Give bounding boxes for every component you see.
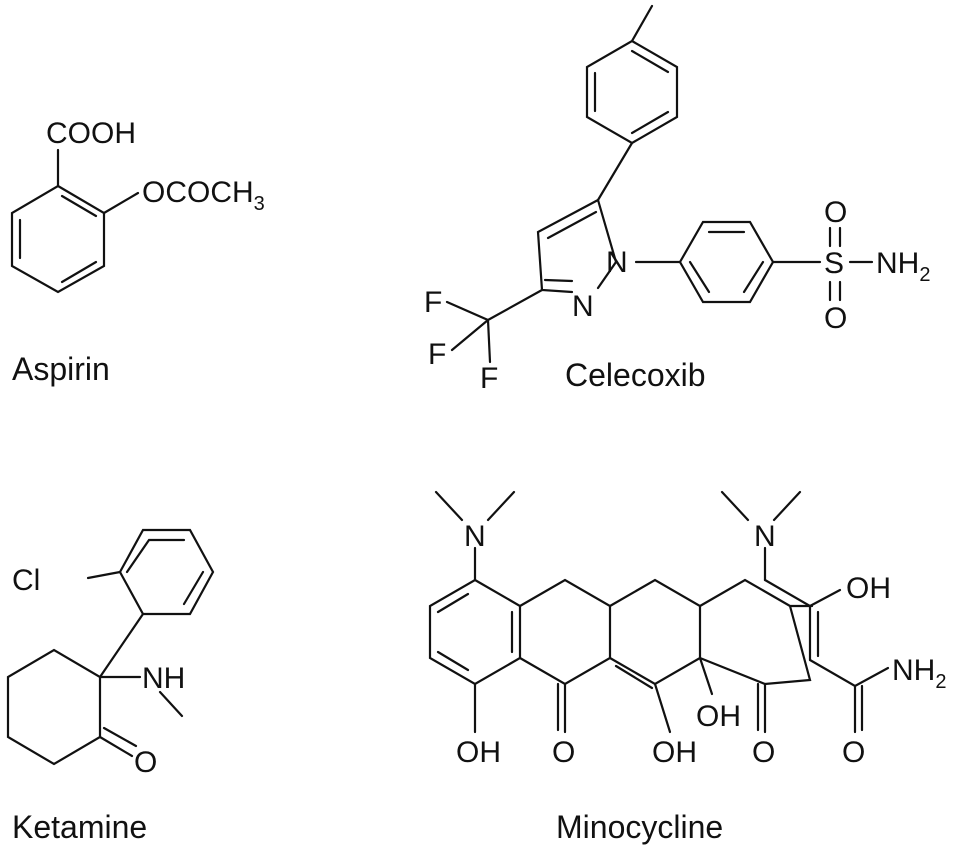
minocycline-n-right-label: N (754, 520, 776, 553)
ketamine-cl-label: Cl (12, 564, 40, 597)
minocycline-oh-top-bond (808, 588, 842, 608)
celecoxib-n2-label: N (572, 290, 594, 323)
minocycline-o-a-label: O (552, 736, 575, 769)
minocycline-ring-b (518, 578, 612, 686)
minocycline-nh2-label: NH2 (892, 654, 946, 693)
aspirin-ring-inner-bonds (18, 194, 98, 284)
minocycline-nme2-left-bonds (434, 490, 516, 582)
aspirin-name: Aspirin (12, 351, 110, 387)
celecoxib-o-top-label: O (824, 196, 847, 229)
minocycline-oh-center-bond (698, 656, 714, 696)
minocycline-name: Minocycline (556, 809, 723, 845)
celecoxib-tolyl-link (596, 141, 634, 202)
ketamine-name: Ketamine (12, 809, 147, 845)
celecoxib-sulfonyl-bonds (771, 226, 874, 302)
minocycline-ring-d-enol (763, 578, 820, 662)
aspirin-substituent-bonds (56, 148, 140, 215)
celecoxib-phenyl-inner-bonds (688, 230, 765, 294)
minocycline-oh-top-label: OH (846, 572, 891, 605)
ketamine-aryl-ring (118, 528, 215, 616)
celecoxib-f2-label: F (428, 338, 446, 371)
minocycline-amide-bonds (808, 658, 890, 734)
celecoxib-pyrazole-ring (536, 198, 618, 294)
celecoxib-name: Celecoxib (565, 357, 706, 393)
ketamine-nh-label: NH (142, 662, 185, 695)
minocycline-o-amide-label: O (842, 736, 865, 769)
celecoxib-f3-label: F (480, 362, 498, 395)
aspirin-structure: COOH OCOCH3 Aspirin (10, 117, 265, 387)
minocycline-nme2-right-bonds (720, 490, 802, 582)
minocycline-ring-d-carbonyl (756, 682, 767, 734)
minocycline-oh-center-label: OH (696, 700, 741, 733)
ketamine-o-label: O (134, 746, 157, 779)
minocycline-ring-a-inner-bonds (436, 592, 514, 672)
aspirin-carboxyl-label: COOH (46, 117, 136, 150)
celecoxib-s-label: S (824, 247, 844, 280)
minocycline-n-left-label: N (464, 520, 486, 553)
minocycline-ring-d (698, 578, 814, 686)
minocycline-ring-c-double (614, 664, 654, 690)
minocycline-oh-mid-bond (653, 682, 672, 734)
minocycline-oh-mid-label: OH (652, 736, 697, 769)
celecoxib-tolyl-ring (585, 4, 679, 145)
ketamine-carbonyl-bond (98, 726, 138, 758)
ketamine-aryl-link (98, 612, 145, 679)
celecoxib-pyrazole-double-bonds (543, 210, 598, 283)
minocycline-structure: N OH O OH OH O N OH O NH2 Minocycline (428, 490, 946, 845)
celecoxib-f1-label: F (424, 286, 442, 319)
ketamine-structure: Cl O NH Ketamine (6, 528, 215, 845)
celecoxib-structure: F F F N N S O O NH2 Celecoxib (424, 4, 930, 395)
celecoxib-nh2-label: NH2 (876, 247, 930, 286)
minocycline-ring-b-carbonyl (556, 682, 567, 734)
celecoxib-phenyl-ring (678, 220, 775, 304)
ketamine-cl-bond (86, 570, 122, 580)
aspirin-ester-label: OCOCH3 (142, 176, 265, 215)
minocycline-o-b-label: O (752, 736, 775, 769)
ketamine-aryl-inner-bonds (125, 538, 205, 606)
minocycline-oh-left-label: OH (456, 736, 501, 769)
minocycline-ring-a (428, 578, 522, 686)
celecoxib-tolyl-inner-bonds (593, 49, 670, 135)
celecoxib-n1-label: N (606, 246, 628, 279)
aspirin-ring (10, 184, 106, 294)
ketamine-cyclohexane-ring (6, 648, 102, 766)
celecoxib-o-bottom-label: O (824, 302, 847, 335)
celecoxib-cf3-bonds (445, 288, 544, 364)
minocycline-ring-c (608, 578, 702, 686)
ketamine-amine-bonds (98, 675, 184, 718)
